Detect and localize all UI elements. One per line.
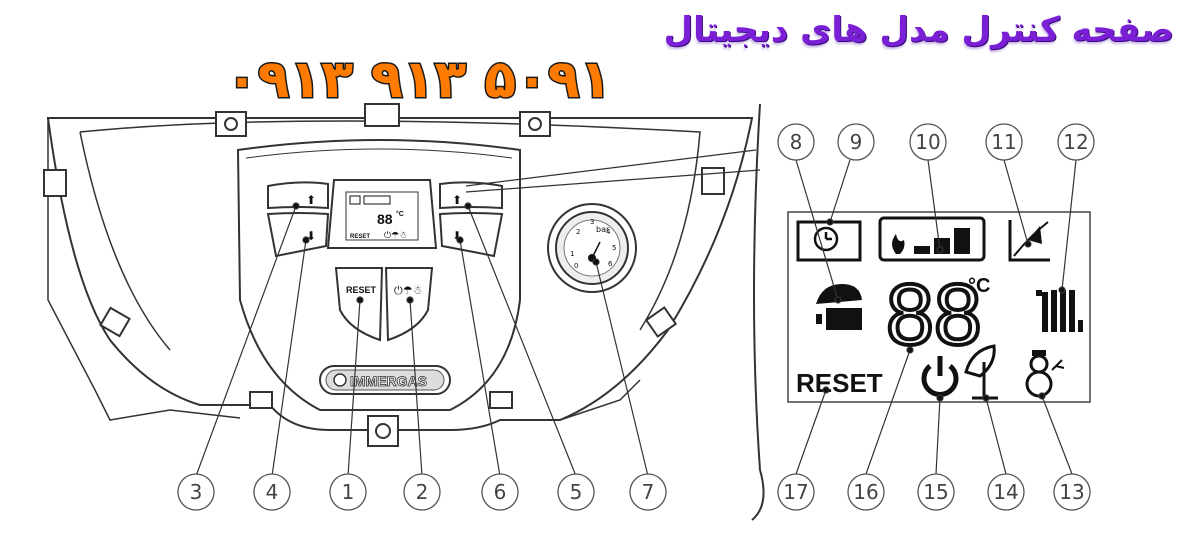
svg-text:17: 17 [783,480,808,504]
left-buttons: ⬆ ⬇ [266,181,330,258]
svg-text:4: 4 [266,480,279,504]
mini-mode-icons: ⏻☂☃ [384,229,407,241]
gauge-needle [591,241,601,259]
callout-12: 12 [1057,123,1095,161]
callout-15: 15 [917,473,955,511]
gauge-tick-5: 5 [612,244,616,252]
mode-icons: ⏻☂☃ [394,284,422,297]
gauge-tick-6: 6 [608,260,613,268]
callout-6: 6 [481,473,519,511]
gauge-unit: bar [596,225,610,234]
lcd-reset-label: RESET [796,368,883,398]
tap-down-icon: ⬇ [452,229,462,243]
flame-power-icon [878,216,986,262]
mini-lcd-unit: °C [396,210,404,218]
callout-14: 14 [987,473,1025,511]
timer-icon [796,220,862,262]
phone-number: ۰۹۱۳ ۹۱۳ ۵۰۹۱ [224,49,612,112]
svg-text:9: 9 [850,130,863,154]
callout-10: 10 [909,123,947,161]
mode-button[interactable] [384,267,434,342]
svg-text:2: 2 [416,480,429,504]
svg-text:1: 1 [342,480,355,504]
leader-lines [195,149,1077,477]
gauge-tick-3: 3 [590,218,594,226]
mini-lcd-reset: RESET [350,234,370,240]
svg-text:15: 15 [923,480,948,504]
mini-flame-bar-icon [363,195,391,205]
callout-5: 5 [557,473,595,511]
brand-name: IMMERGAS [350,373,427,389]
svg-text:11: 11 [991,130,1016,154]
svg-text:7: 7 [642,480,655,504]
gauge-tick-2: 2 [576,228,580,236]
radiator-up-icon: ⬆ [306,193,316,207]
gauge-tick-4: 4 [606,228,611,236]
callout-2: 2 [403,473,441,511]
svg-text:5: 5 [570,480,583,504]
svg-text:8: 8 [790,130,803,154]
reset-button-label: RESET [346,285,377,295]
climate-curve-icon [1008,220,1050,262]
svg-text:16: 16 [853,480,878,504]
svg-text:3: 3 [190,480,203,504]
callout-4: 4 [253,473,291,511]
svg-text:10: 10 [915,130,940,154]
svg-text:6: 6 [494,480,507,504]
dhw-down-button[interactable] [438,212,504,258]
svg-text:14: 14 [993,480,1018,504]
callout-9: 9 [837,123,875,161]
callout-7: 7 [629,473,667,511]
right-buttons: ⬆ ⬇ [438,181,504,258]
callout-11: 11 [985,123,1023,161]
radiator-icon [1036,290,1083,332]
tap-up-icon: ⬆ [452,193,462,207]
callout-8: 8 [777,123,815,161]
mini-timer-icon [349,195,361,205]
lcd-temperature: 88 [886,267,982,363]
callout-16: 16 [847,473,885,511]
svg-text:13: 13 [1059,480,1084,504]
page-title: صفحه کنترل مدل های دیجیتال [663,10,1174,50]
lcd-temp-unit: °C [968,275,990,297]
mini-lcd-temp: 88 [377,211,393,227]
center-buttons: RESET ⏻☂☃ [334,267,434,342]
radiator-down-icon: ⬇ [306,229,316,243]
dhw-tap-icon [816,284,862,330]
gauge-tick-0: 0 [574,262,578,270]
callout-13: 13 [1053,473,1091,511]
panel-lcd: 88 °C RESET ⏻☂☃ [326,179,438,249]
svg-text:12: 12 [1063,130,1088,154]
callout-17: 17 [777,473,815,511]
brand-logo: IMMERGAS [319,365,451,395]
heating-down-button[interactable] [266,212,330,258]
callout-3: 3 [177,473,215,511]
dhw-up-button[interactable] [439,181,503,210]
pressure-gauge: bar 1 2 3 4 5 6 0 [547,203,637,293]
heating-up-button[interactable] [267,181,329,210]
callouts: 3 4 1 2 6 5 7 17 16 15 14 13 8 9 10 11 1… [177,123,1095,511]
flame-icon [892,234,905,254]
gauge-tick-1: 1 [570,250,574,258]
zoom-divider [751,103,765,521]
callout-1: 1 [329,473,367,511]
